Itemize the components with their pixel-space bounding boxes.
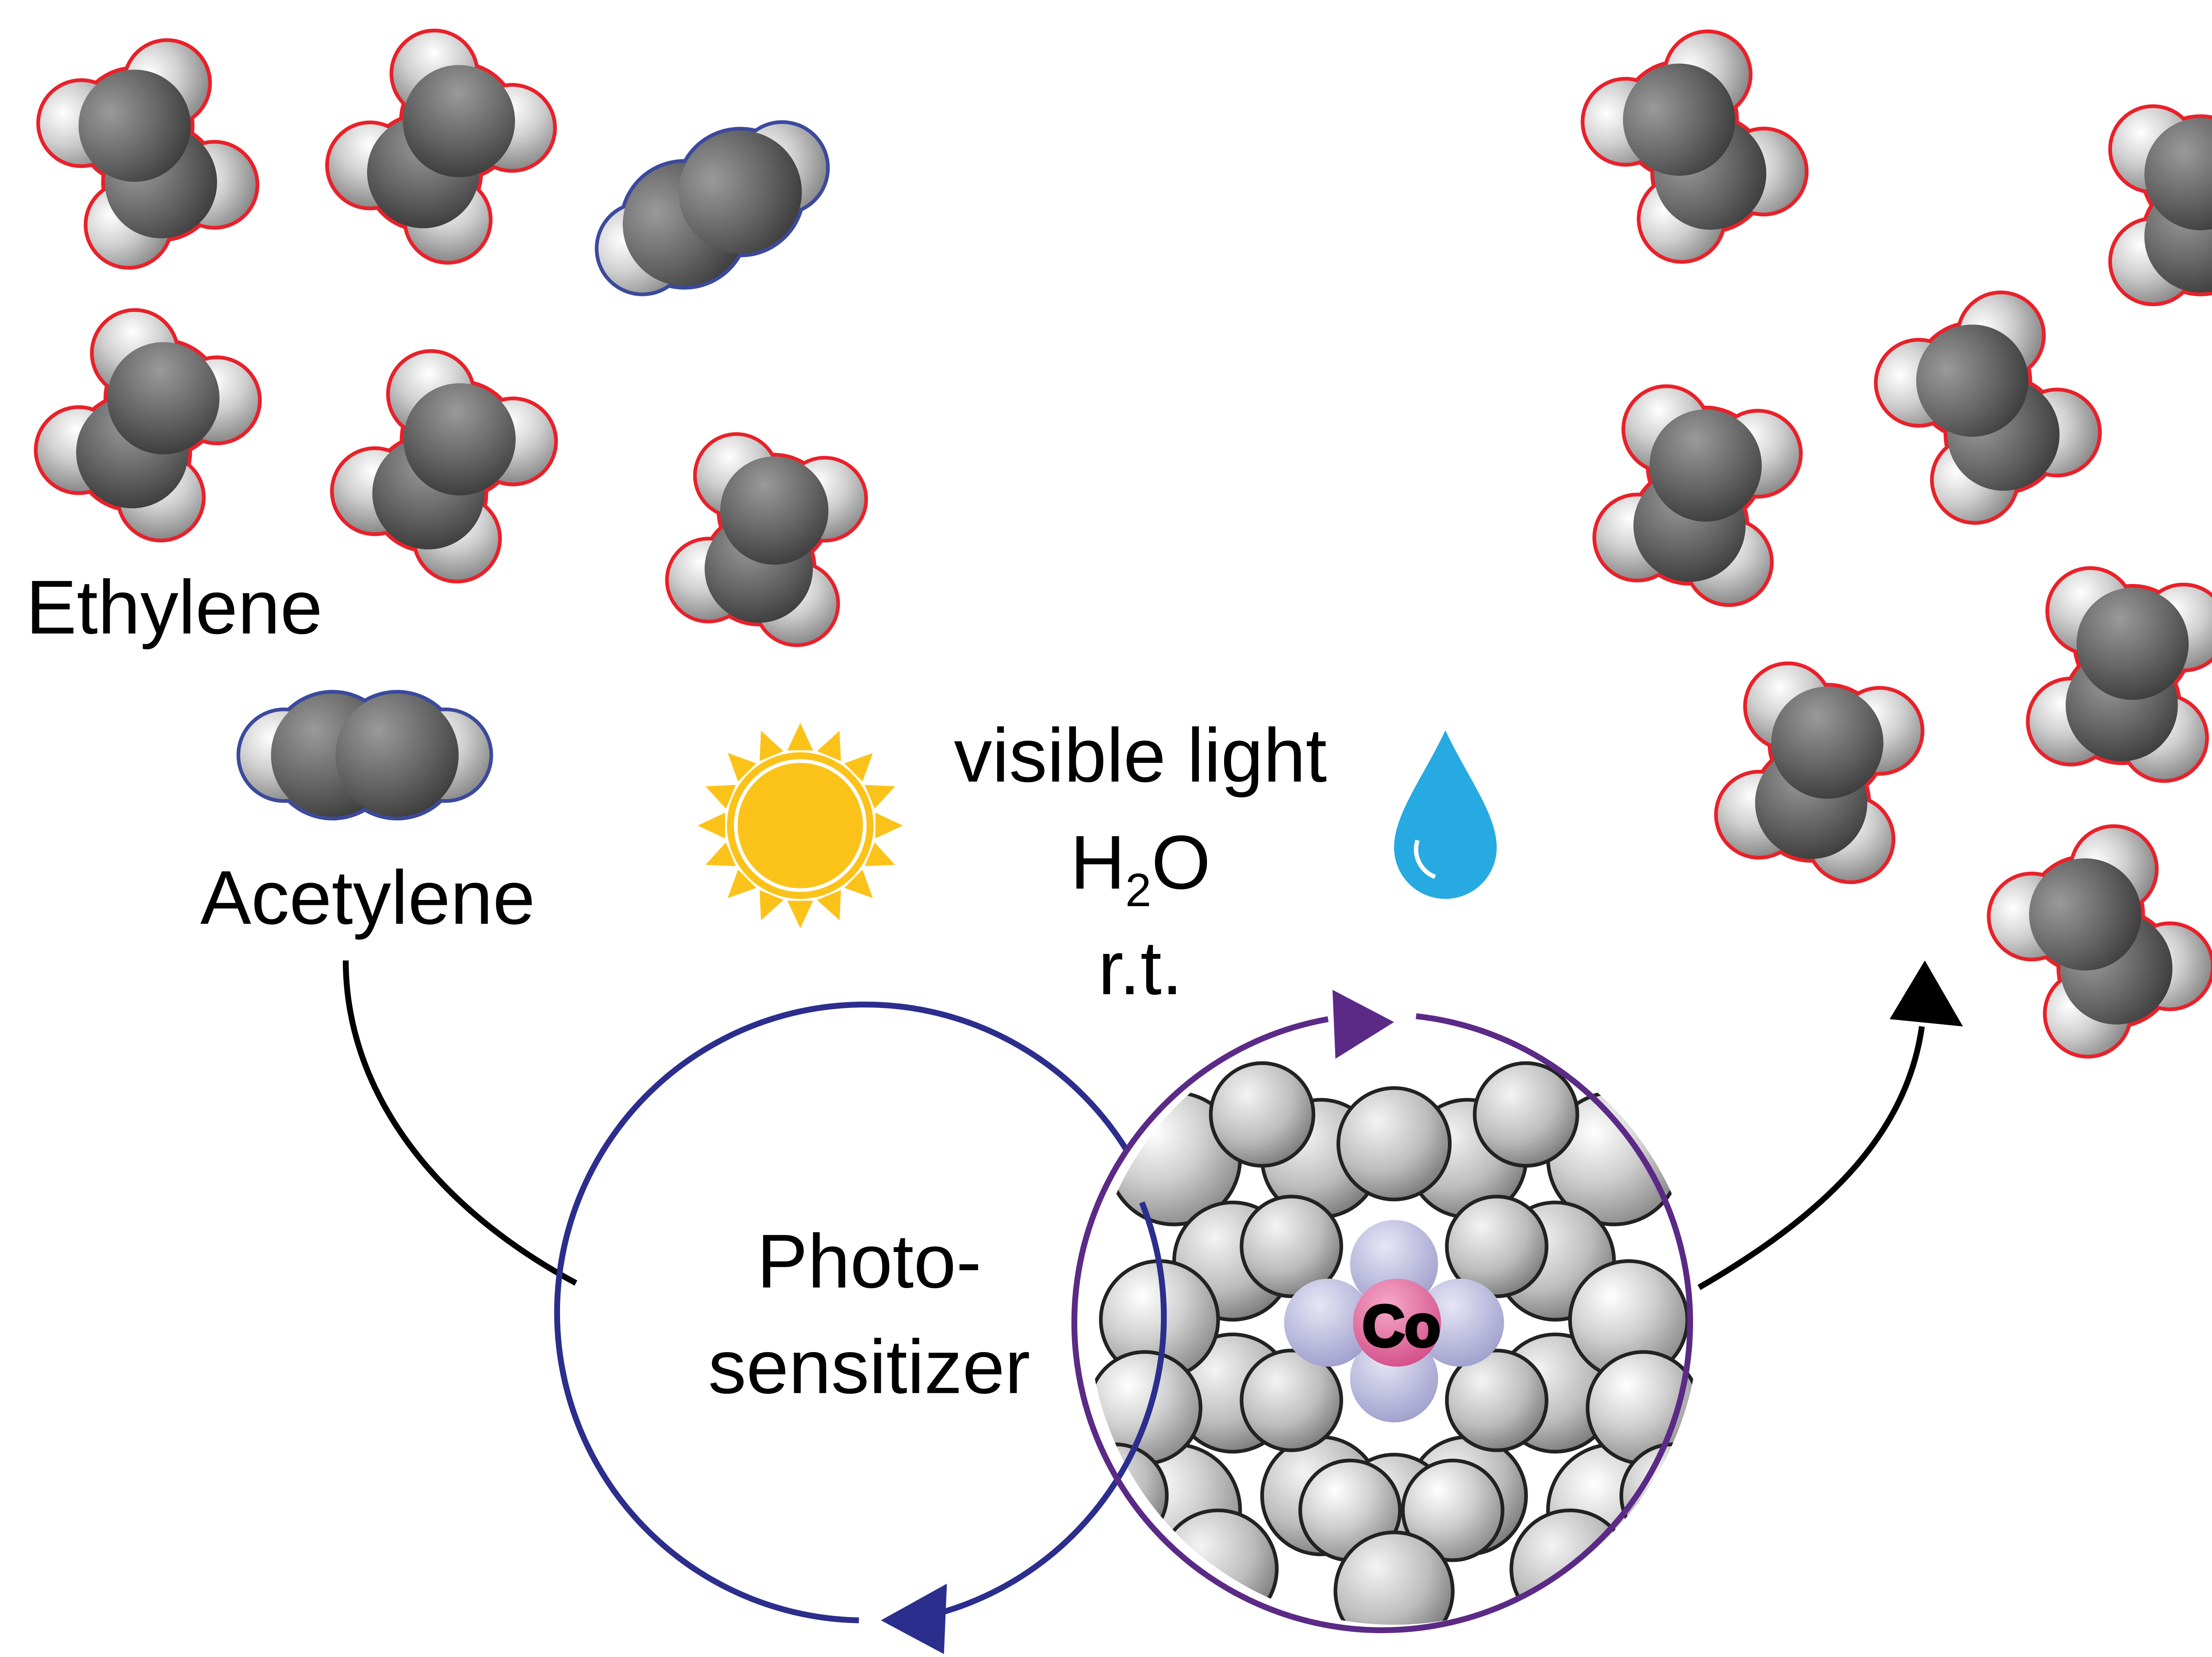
- ethylene-molecules-right: [1569, 18, 2212, 1070]
- sun-ray: [844, 869, 873, 898]
- sun-ray: [727, 753, 757, 782]
- ethylene-molecule: [23, 297, 273, 554]
- catalyst-atom: [1157, 1508, 1279, 1625]
- photosensitizer-cycle: [554, 1001, 1130, 1623]
- catalyst-atom: [1089, 1350, 1202, 1465]
- catalyst-atom: [1586, 1350, 1699, 1465]
- ethylene-molecule: [1569, 18, 1820, 275]
- ethylene-molecule: [1709, 656, 1930, 890]
- catalyst-cycle: [1071, 1013, 1693, 1634]
- ethylene-molecules-left: [23, 16, 873, 653]
- condition-visible-light: visible light: [954, 712, 1327, 798]
- sun-ray: [705, 784, 736, 809]
- sun-ray: [697, 812, 726, 839]
- catalyst-atom: [1240, 1195, 1343, 1298]
- ethylene-molecule: [319, 338, 569, 595]
- sun-ray: [817, 730, 841, 761]
- ethylene-molecule: [660, 427, 873, 652]
- ethylene-molecule: [2023, 563, 2212, 785]
- ethylene-label: Ethylene: [26, 565, 323, 650]
- condition-water: H2O: [1070, 819, 1210, 916]
- ethylene-molecule: [1975, 813, 2212, 1070]
- sun-ray: [844, 753, 873, 782]
- ethylene-molecule: [27, 28, 269, 279]
- sun-icon: [697, 723, 903, 928]
- catalyst-atom: [1333, 1530, 1455, 1625]
- catalyst-atom: [1445, 1195, 1548, 1298]
- catalyst-atom: [1336, 1086, 1452, 1202]
- catalyst-atom: [1473, 1061, 1579, 1168]
- sun-ray: [759, 890, 783, 921]
- sun-ray: [759, 730, 783, 761]
- catalyst-atom: [1401, 1458, 1505, 1562]
- photosensitizer-label-line1: Photo-: [757, 1219, 982, 1304]
- catalyst-atom: [1240, 1349, 1343, 1452]
- sun-ray: [864, 842, 895, 866]
- ethylene-molecule: [2112, 108, 2212, 302]
- sun-ray: [727, 869, 757, 898]
- cobalt-label: Co: [1362, 1293, 1440, 1359]
- ethylene-molecule: [1863, 279, 2113, 536]
- cobalt-atom: [1353, 1278, 1441, 1367]
- sun-ray: [864, 784, 895, 809]
- catalyst-arrowhead-icon: [1332, 990, 1394, 1059]
- sun-ray: [705, 842, 736, 866]
- catalyst-atom: [1209, 1061, 1316, 1168]
- photosensitizer-cycle-lower: [938, 1201, 1167, 1616]
- sun-ray: [817, 890, 841, 921]
- ethylene-molecule: [1587, 379, 1808, 612]
- acetylene-label: Acetylene: [200, 855, 535, 940]
- photosensitizer-arrowhead-icon: [881, 1584, 947, 1654]
- water-drop-icon: [1394, 730, 1497, 899]
- ethylene-molecule: [313, 16, 569, 277]
- catalyst-atom: [1445, 1349, 1548, 1452]
- sun-ray: [875, 812, 903, 839]
- sun-ray: [787, 900, 814, 928]
- product-release-arrow: [1697, 1026, 1925, 1290]
- acetylene-to-cycle-arrow: [342, 960, 577, 1286]
- sun-ray: [787, 723, 814, 751]
- condition-room-temperature: r.t.: [1098, 925, 1183, 1011]
- arrowhead-icon: [1889, 960, 1963, 1026]
- photosensitizer-label-line2: sensitizer: [708, 1324, 1030, 1409]
- acetylene-molecule: [240, 694, 489, 817]
- acetylene-molecule: [574, 92, 851, 324]
